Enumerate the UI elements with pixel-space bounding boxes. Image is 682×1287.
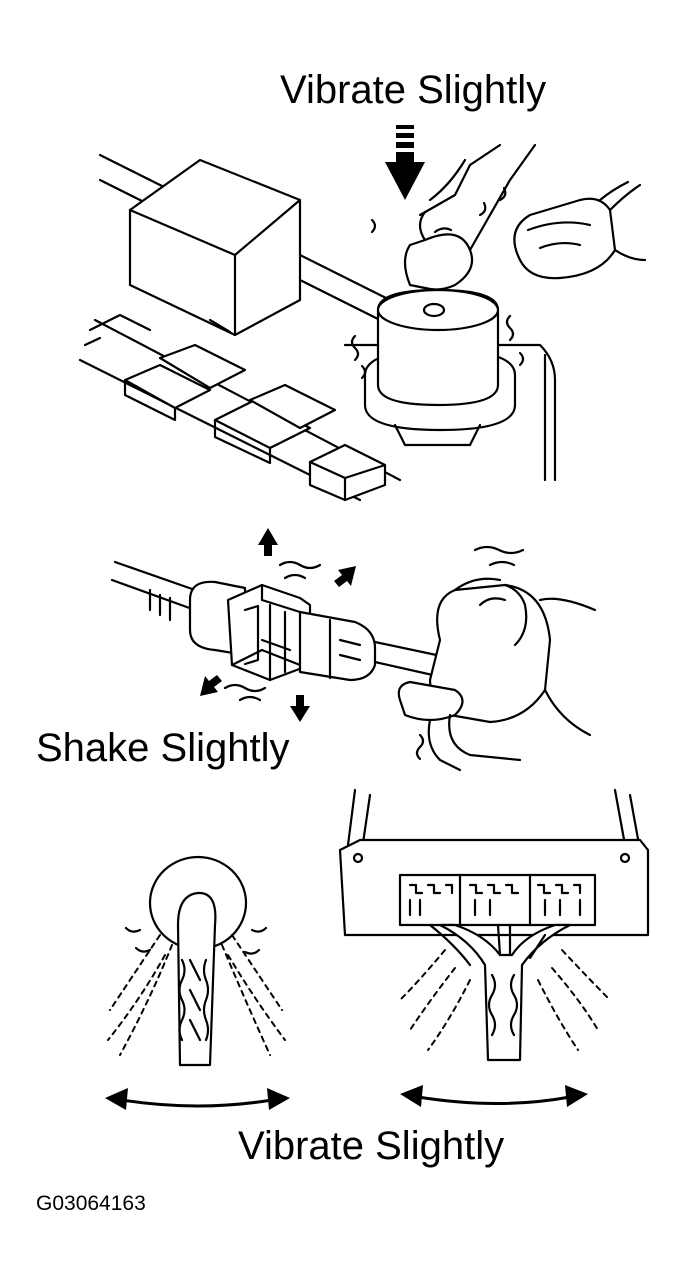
arrow-down-icon: [385, 125, 425, 200]
bottom-caption: Vibrate Slightly: [238, 1124, 505, 1168]
relay-block-illustration: [78, 143, 647, 502]
top-caption: Vibrate Slightly: [280, 68, 547, 112]
figure-code: G03064163: [36, 1192, 146, 1215]
wire-harness-illustration: [107, 855, 286, 1067]
double-arrow-icon: [400, 1085, 588, 1107]
double-arrow-icon: [105, 1088, 290, 1110]
ecu-connector-illustration: [338, 788, 650, 1062]
middle-caption: Shake Slightly: [36, 726, 290, 770]
connector-illustration: [110, 528, 597, 772]
